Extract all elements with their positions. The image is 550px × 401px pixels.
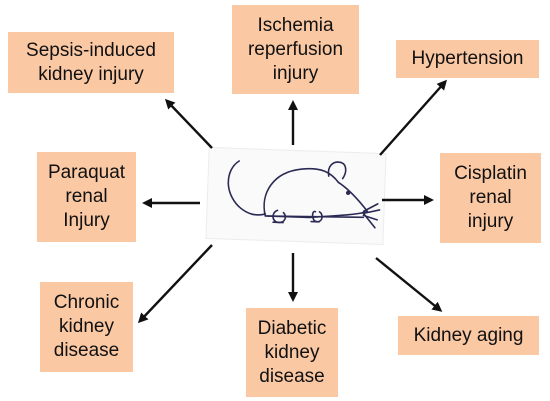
node-label: Chronic kidney disease bbox=[53, 292, 120, 361]
arrow-to-sepsis bbox=[164, 98, 213, 149]
node-label: Diabetic kidney disease bbox=[257, 317, 327, 387]
node-label: Ischemia reperfusion injury bbox=[247, 14, 344, 84]
arrow-to-hypertension bbox=[379, 79, 447, 156]
node-label: Hypertension bbox=[411, 48, 524, 69]
node-diabetic-kidney-disease: Diabetic kidney disease bbox=[246, 308, 338, 397]
node-paraquat-renal-injury: Paraquat renal Injury bbox=[37, 152, 136, 242]
node-hypertension: Hypertension bbox=[396, 40, 539, 78]
arrow-to-aging bbox=[375, 257, 443, 312]
mouse-illustration bbox=[206, 147, 386, 245]
node-sepsis-kidney-injury: Sepsis-induced kidney injury bbox=[8, 32, 174, 93]
mouse-sketch-icon bbox=[227, 160, 381, 229]
arrow-to-chronic bbox=[137, 244, 213, 324]
node-ischemia-reperfusion-injury: Ischemia reperfusion injury bbox=[232, 5, 359, 94]
node-chronic-kidney-disease: Chronic kidney disease bbox=[40, 282, 133, 372]
node-kidney-aging: Kidney aging bbox=[398, 316, 539, 355]
node-cisplatin-renal-injury: Cisplatin renal injury bbox=[440, 153, 541, 243]
node-label: Paraquat renal Injury bbox=[47, 162, 126, 231]
node-label: Cisplatin renal injury bbox=[454, 163, 527, 232]
node-label: Sepsis-induced kidney injury bbox=[26, 39, 156, 85]
node-label: Kidney aging bbox=[413, 324, 524, 346]
